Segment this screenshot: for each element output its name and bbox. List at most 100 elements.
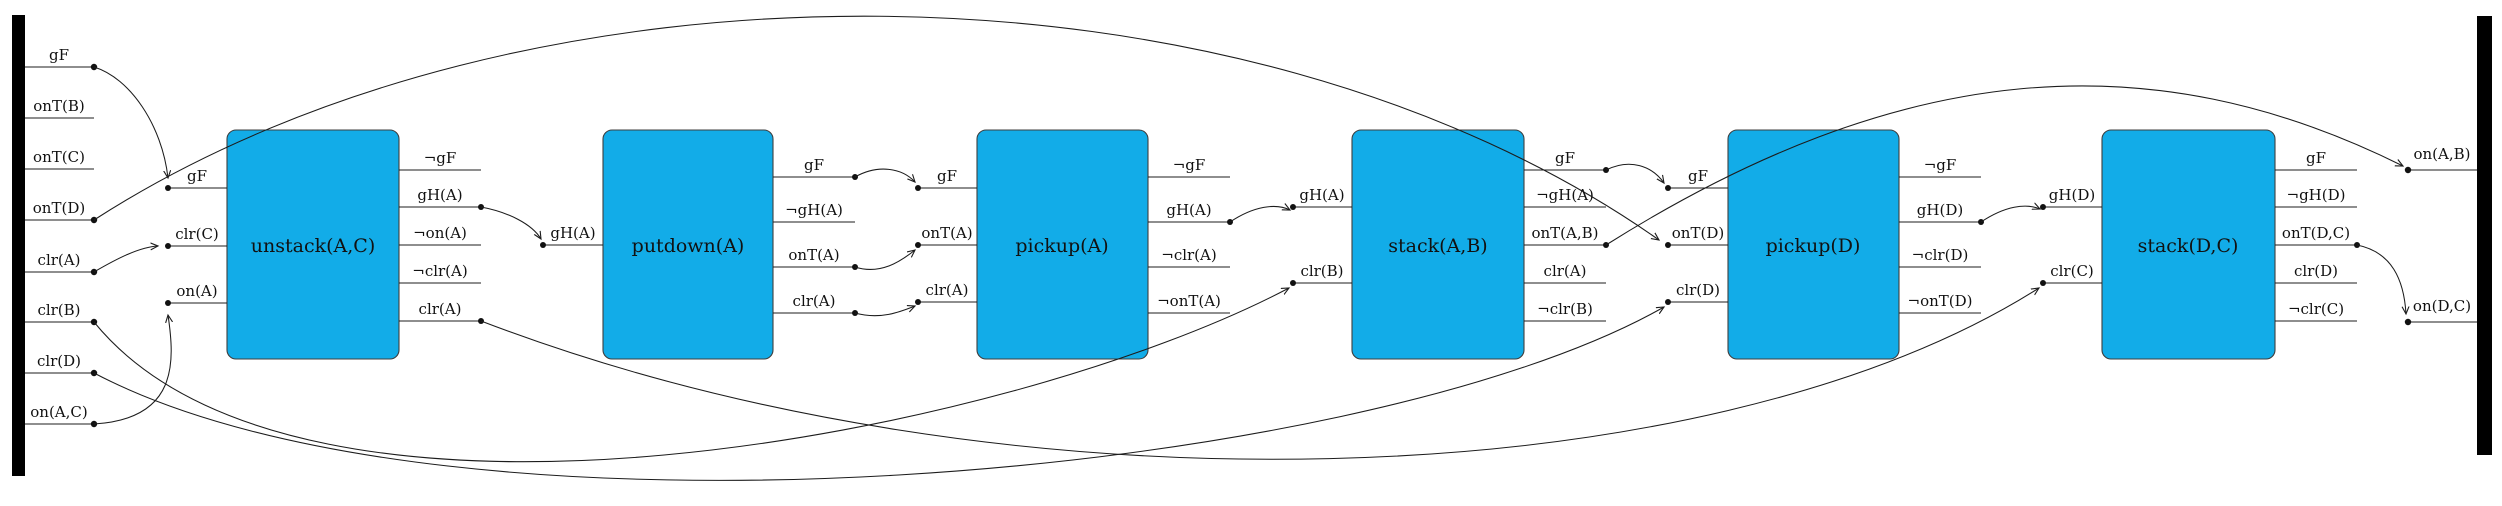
action-output: onT(D,C) [2275,224,2360,248]
initial-fact-label: clr(D) [37,352,81,370]
action-output: ¬gH(A) [773,201,855,223]
port-label: ¬gH(A) [785,201,843,219]
wire-init-clrA-to-unstack-clrC [93,246,158,273]
wire-init-onTD-to-pickupD-onTD [93,15,1659,240]
port-label: ¬gH(A) [1536,186,1594,204]
port-label: ¬gF [1924,156,1957,174]
initial-state-wall [12,15,25,476]
port-label: clr(A) [1544,262,1587,280]
action-output: gH(A) [399,186,484,210]
port-label: gF [1688,167,1708,185]
action-name: stack(D,C) [2138,235,2239,257]
action-name: pickup(A) [1015,235,1108,257]
wire-unstack-gHA-to-putdown-gHA [480,206,541,239]
wire-init-onAC-to-unstack-onA [93,315,171,425]
action-input: clr(C) [165,225,227,249]
initial-fact-onTD: onT(D) [25,199,98,224]
port-label: gF [937,167,957,185]
action-output: ¬on(A) [399,224,481,246]
goal-fact-label: on(D,C) [2413,297,2471,315]
action-output: ¬clr(D) [1899,246,1981,268]
action-input: clr(A) [915,281,977,305]
port-label: clr(A) [419,300,462,318]
port-label: gF [1555,149,1575,167]
action-name: pickup(D) [1766,235,1861,257]
port-label: gF [2306,149,2326,167]
wire-stackAB-onTAB-to-goal-onAB [1605,85,2403,246]
action-name: putdown(A) [632,235,745,257]
action-box-pickup-A: pickup(A) [976,129,1149,360]
port-label: ¬clr(A) [412,262,467,280]
action-input: clr(B) [1290,262,1352,286]
action-input: gF [1665,167,1728,191]
port-label: clr(C) [175,225,219,243]
port-label: gH(A) [1299,186,1344,204]
action-name: stack(A,B) [1388,235,1487,257]
initial-fact-onTC: onT(C) [25,148,94,170]
wire-putdown-gF-to-pickupA-gF [854,168,915,182]
action-output: ¬gF [1899,156,1981,178]
port-label: ¬clr(A) [1161,246,1216,264]
wire-unstack-clrA-to-stackDC-clrC [480,288,2039,460]
port-label: ¬clr(D) [1912,246,1969,264]
port-label: gF [804,156,824,174]
port-label: clr(B) [1300,262,1343,280]
action-output: gF [773,156,858,180]
action-input: gH(A) [1290,186,1352,210]
action-input: gH(D) [2040,186,2102,210]
action-input: gF [915,167,977,191]
wire-stackDC-onTDC-to-goal-onDC [2356,244,2406,314]
action-input: onT(A) [915,224,977,248]
initial-fact-clrA: clr(A) [25,251,98,276]
port-label: ¬clr(C) [2288,300,2344,318]
port-label: gH(D) [1917,201,1963,219]
action-box-putdown-A: putdown(A) [602,129,774,360]
action-output: clr(A) [399,300,484,324]
action-output: ¬clr(C) [2275,300,2357,322]
initial-fact-label: onT(C) [33,148,85,166]
port-label: gH(D) [2049,186,2095,204]
action-output: clr(A) [773,292,858,316]
port-label: onT(A) [921,224,972,242]
port-label: onT(D) [1672,224,1724,242]
action-output: clr(A) [1524,262,1606,284]
wire-pickupA-gHA-to-stackAB-gHA [1229,206,1290,223]
action-name: unstack(A,C) [251,235,375,257]
port-label: gF [187,167,207,185]
action-input: gH(A) [540,224,603,248]
initial-fact-label: gF [49,46,69,64]
action-output: ¬gH(A) [1524,186,1606,208]
initial-fact-label: onT(B) [33,97,84,115]
port-label: onT(A,B) [1531,224,1598,242]
wire-init-clrB-to-stackAB-clrB [93,288,1289,463]
action-output: ¬gF [1148,156,1230,178]
port-label: ¬gF [424,149,457,167]
initial-fact-gF: gF [25,46,98,71]
action-box-unstack-AC: unstack(A,C) [226,129,400,360]
wire-init-gF-to-unstack-gF [93,66,168,178]
port-label: gH(A) [550,224,595,242]
action-output: ¬clr(B) [1524,300,1606,322]
action-output: ¬gF [399,149,481,171]
wire-putdown-clrA-to-pickupA-clrA [854,306,915,317]
initial-fact-clrD: clr(D) [25,352,98,377]
action-output: gH(A) [1148,201,1233,225]
port-label: clr(D) [1676,281,1720,299]
port-label: clr(A) [926,281,969,299]
action-output: ¬clr(A) [399,262,481,284]
action-input: onT(D) [1665,224,1728,248]
action-output: onT(A) [773,246,858,270]
port-label: ¬gF [1173,156,1206,174]
action-box-pickup-D: pickup(D) [1727,129,1900,360]
initial-fact-label: on(A,C) [30,403,87,421]
action-output: ¬gH(D) [2275,186,2357,208]
action-output: ¬clr(A) [1148,246,1230,268]
action-input: clr(C) [2040,262,2102,286]
port-label: onT(D,C) [2282,224,2350,242]
initial-fact-label: onT(D) [33,199,85,217]
port-label: ¬on(A) [413,224,467,242]
action-input: gF [165,167,227,191]
port-label: onT(A) [788,246,839,264]
wire-stackAB-gF-to-pickupD-gF [1605,163,1664,183]
